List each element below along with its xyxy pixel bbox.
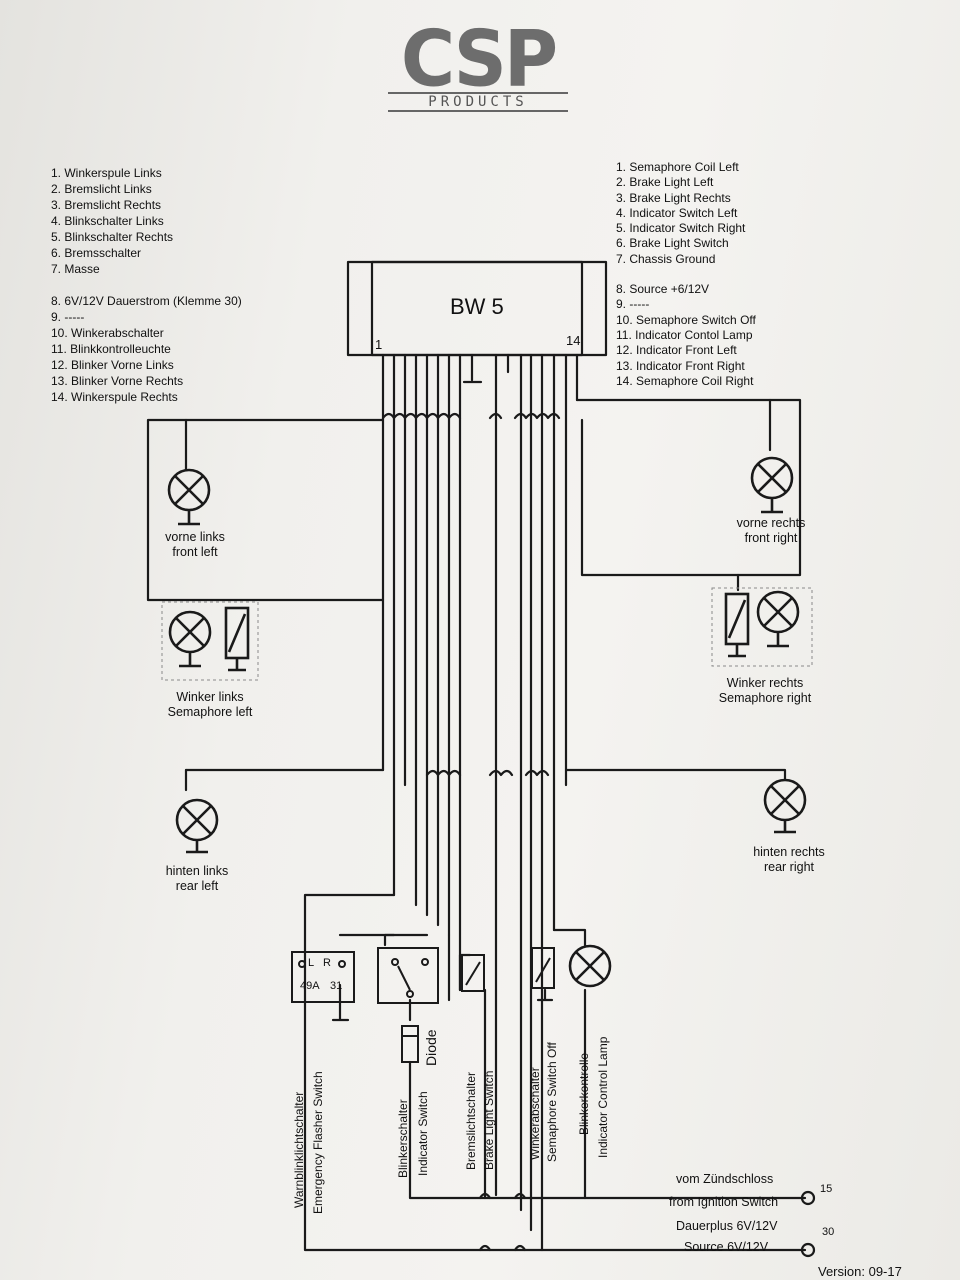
label-semaphore-off-de: Winkerabschalter [528, 1067, 542, 1160]
legend-item: 1. Winkerspule Links [51, 166, 162, 180]
emergency-switch-box [291, 951, 355, 1003]
legend-item: 5. Indicator Switch Right [616, 221, 746, 236]
legend-item: 12. Indicator Front Left [616, 343, 737, 358]
lamp-front-left [167, 468, 211, 526]
terminal-source-en: Source 6V/12V [684, 1240, 769, 1254]
label-indicator-en: Indicator Switch [416, 1091, 430, 1176]
legend-item: 7. Chassis Ground [616, 251, 716, 266]
label-control-lamp-de: Blinkerkontrolle [577, 1052, 591, 1135]
crossover-top [381, 412, 462, 420]
legend-english: 1. Semaphore Coil Left 2. Brake Light Le… [616, 160, 756, 389]
terminal-ignition-en: from Ignition Switch [669, 1195, 779, 1209]
legend-item: 14. Winkerspule Rechts [51, 390, 178, 404]
logo-sub: PRODUCTS [388, 92, 568, 112]
legend-item: 10. Semaphore Switch Off [616, 312, 756, 327]
legend-item: 6. Bremsschalter [51, 246, 142, 260]
terminal-ignition-num: 15 [820, 1183, 833, 1195]
legend-item: 3. Brake Light Rechts [616, 190, 731, 205]
indicator-switch-box [377, 947, 439, 1004]
csp-logo: CSP PRODUCTS [388, 13, 568, 112]
legend-item: 7. Masse [51, 262, 100, 276]
lamp-semaphore-right [724, 590, 800, 658]
lamp-indicator-control [568, 944, 612, 988]
flasher-pin-49a: 49A [300, 980, 320, 992]
legend-item: 9. ----- [51, 310, 85, 324]
legend-item: 8. 6V/12V Dauerstrom (Klemme 30) [51, 294, 242, 308]
lamp-semaphore-left [168, 606, 250, 672]
legend-item: 5. Blinkschalter Rechts [51, 230, 174, 244]
label-semaphore-off-en: Semaphore Switch Off [545, 1042, 559, 1162]
legend-item: 9. ----- [616, 297, 650, 312]
terminal-source-de: Dauerplus 6V/12V [676, 1219, 778, 1233]
legend-item: 13. Indicator Front Right [616, 358, 745, 373]
flasher-pin-31: 31 [330, 980, 343, 992]
diode-symbol [401, 1025, 419, 1063]
flasher-pin-r: R [323, 957, 331, 969]
legend-item: 4. Blinkschalter Links [51, 214, 164, 228]
legend-item: 6. Brake Light Switch [616, 236, 729, 251]
module-pin-first: 1 [375, 337, 383, 352]
logo-main: CSP [400, 13, 558, 105]
legend-item: 3. Bremslicht Rechts [51, 198, 162, 212]
legend-item: 4. Indicator Switch Left [616, 205, 738, 220]
legend-item: 2. Bremslicht Links [51, 182, 152, 196]
ground-pin [462, 353, 483, 384]
legend-item: 12. Blinker Vorne Links [51, 358, 174, 372]
legend-item: 1. Semaphore Coil Left [616, 160, 739, 174]
lamp-front-right [750, 456, 794, 514]
label-emergency-en: Emergency Flasher Switch [311, 1071, 325, 1214]
legend-item: 10. Winkerabschalter [51, 326, 164, 340]
lamp-rear-left [175, 798, 219, 854]
bw5-module-inner [370, 260, 584, 357]
label-emergency-de: Warnblinklichtschalter [292, 1091, 306, 1208]
label-brake-de: Bremslichtschalter [464, 1071, 478, 1170]
legend-item: 14. Semaphore Coil Right [616, 373, 754, 388]
legend-item: 11. Blinkkontrolleuchte [51, 342, 171, 356]
terminal-source-num: 30 [822, 1226, 835, 1238]
version-label: Version: 09-17 [818, 1264, 902, 1279]
label-control-lamp-en: Indicator Control Lamp [596, 1036, 610, 1158]
legend-german: 1. Winkerspule Links 2. Bremslicht Links… [51, 165, 242, 405]
legend-item: 2. Brake Light Left [616, 175, 714, 190]
legend-item: 11. Indicator Contol Lamp [616, 327, 753, 342]
terminal-ignition-de: vom Zündschloss [676, 1172, 774, 1186]
flasher-pin-l: L [308, 957, 315, 969]
module-pin-last: 14 [566, 333, 581, 348]
label-brake-en: Brake Light Switch [482, 1070, 496, 1170]
bus-wires [381, 353, 579, 1232]
diode-label: Diode [423, 1029, 439, 1066]
semaphore-off-switch-box [531, 947, 555, 989]
lamp-rear-right [763, 778, 807, 834]
legend-item: 13. Blinker Vorne Rechts [51, 374, 184, 388]
module-label: BW 5 [450, 294, 504, 319]
brake-switch-box [461, 954, 485, 992]
label-indicator-de: Blinkerschalter [396, 1099, 410, 1178]
legend-item: 8. Source +6/12V [616, 282, 710, 297]
